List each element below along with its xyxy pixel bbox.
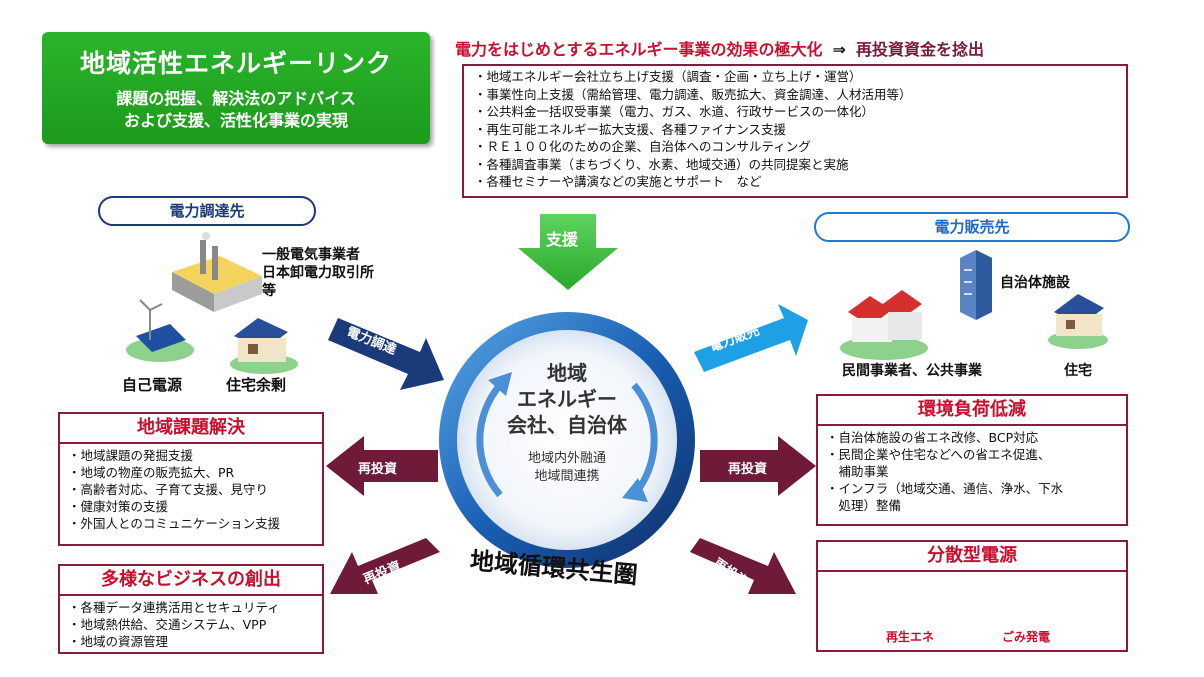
title-box-subtitle: 課題の把握、解決法のアドバイス および支援、活性化事業の実現 <box>42 88 430 132</box>
private-business-icon <box>840 290 928 360</box>
center-sub1: 地域内外融通 <box>527 451 606 466</box>
title-box-sub2: および支援、活性化事業の実現 <box>123 111 348 130</box>
solar-wind-icon <box>126 299 194 362</box>
reinvest-arrow-right-bottom <box>690 538 796 594</box>
municipal-building-icon <box>960 250 992 320</box>
power-plant-icon <box>172 232 262 312</box>
list-item: ・地域課題の発掘支援 <box>68 448 194 463</box>
title-box-heading: 地域活性エネルギーリンク <box>79 49 392 78</box>
waste-power-label: ごみ発電 <box>1002 630 1051 644</box>
supplier-line3: 等 <box>262 283 276 299</box>
support-arrow-label: 支援 <box>546 230 579 249</box>
center-sub2: 地域間連携 <box>534 469 600 484</box>
sales-arrow <box>694 304 808 372</box>
support-list: ・地域エネルギー会社立ち上げ支援（調査・企画・立ち上げ・運営） ・事業性向上支援… <box>462 64 1128 198</box>
reinvest-label-left-top: 再投資 <box>358 462 398 477</box>
procurement-pill: 電力調達先 <box>98 196 316 226</box>
list-item: ・高齢者対応、子育て支援、見守り <box>68 482 269 497</box>
list-item: ・外国人とのコミュニケーション支援 <box>68 516 281 531</box>
list-item: ・地域熱供給、交通システム、VPP <box>68 617 267 632</box>
center-line1: 地域 <box>547 361 587 385</box>
reinvest-arrow-left-bottom <box>330 538 440 594</box>
business-list: ・各種データ連携活用とセキュリティ ・地域熱供給、交通システム、VPP ・地域の… <box>60 596 322 653</box>
list-item: ・再生可能エネルギー拡大支援、各種ファイナンス支援 <box>474 121 787 137</box>
sales-pill: 電力販売先 <box>814 212 1130 242</box>
list-item: ・健康対策の支援 <box>68 499 169 514</box>
list-item: ・各種調査事業（まちづくり、水素、地域交通）の共同提案と実施 <box>474 156 849 172</box>
reinvest-arrow-left-top <box>326 436 438 496</box>
list-item: ・公共料金一括収受事業（電力、ガス、水道、行政サービスの一体化） <box>474 104 875 119</box>
self-power-label: 自己電源 <box>122 376 183 394</box>
private-label: 民間事業者、公共事業 <box>842 363 982 379</box>
list-item: ・地域の物産の販売拡大、PR <box>68 465 235 480</box>
procurement-arrow <box>328 318 444 390</box>
list-item: 処理）整備 <box>826 498 902 513</box>
header-arrow: ⇒ <box>832 40 846 59</box>
municipal-label: 自治体施設 <box>1000 275 1070 291</box>
regional-issues-title: 地域課題解決 <box>60 414 322 444</box>
list-item: ・各種データ連携活用とセキュリティ <box>68 600 280 615</box>
list-item: ・ＲＥ１００化のための企業、自治体へのコンサルティング <box>474 139 811 154</box>
environment-list: ・自治体施設の省エネ改修、BCP対応 ・民間企業や住宅などへの省エネ促進、 補助… <box>818 426 1126 517</box>
distributed-title: 分散型電源 <box>818 542 1126 572</box>
regional-issues-list: ・地域課題の発掘支援 ・地域の物産の販売拡大、PR ・高齢者対応、子育て支援、見… <box>60 444 322 535</box>
reinvest-arrow-right-top <box>700 436 816 496</box>
list-item: ・地域エネルギー会社立ち上げ支援（調査・企画・立ち上げ・運営） <box>474 69 862 84</box>
supplier-line1: 一般電気事業者 <box>262 247 360 263</box>
list-item: ・自治体施設の省エネ改修、BCP対応 <box>826 430 1039 445</box>
business-title: 多様なビジネスの創出 <box>60 566 322 596</box>
housing-label: 住宅 <box>1064 363 1092 379</box>
environment-title: 環境負荷低減 <box>818 396 1126 426</box>
list-item: ・地域の資源管理 <box>68 634 169 649</box>
surplus-label: 住宅余剰 <box>226 376 287 394</box>
title-box-sub1: 課題の把握、解決法のアドバイス <box>116 89 356 108</box>
distributed-power-box: 分散型電源 <box>816 540 1128 652</box>
business-box: 多様なビジネスの創出 ・各種データ連携活用とセキュリティ ・地域熱供給、交通シス… <box>58 564 324 654</box>
list-item: ・民間企業や住宅などへの省エネ促進、 <box>826 447 1051 462</box>
header-line: 電力をはじめとするエネルギー事業の効果の極大化 ⇒ 再投資資金を捻出 <box>455 36 984 60</box>
renewable-label: 再生エネ <box>886 630 935 644</box>
header-right: 再投資資金を捻出 <box>855 40 984 59</box>
center-label: 地域 エネルギー 会社、自治体 地域内外融通 地域間連携 <box>467 360 667 486</box>
list-item: ・事業性向上支援（需給管理、電力調達、販売拡大、資金調達、人材活用等） <box>474 86 912 102</box>
supplier-line2: 日本卸電力取引所 <box>262 265 374 281</box>
header-left: 電力をはじめとするエネルギー事業の効果の極大化 <box>455 40 823 59</box>
environment-box: 環境負荷低減 ・自治体施設の省エネ改修、BCP対応 ・民間企業や住宅などへの省エ… <box>816 394 1128 526</box>
regional-issues-box: 地域課題解決 ・地域課題の発掘支援 ・地域の物産の販売拡大、PR ・高齢者対応、… <box>58 412 324 546</box>
center-line3: 会社、自治体 <box>507 413 627 437</box>
reinvest-label-right-top: 再投資 <box>728 462 768 477</box>
center-ring <box>439 312 695 568</box>
house-solar-icon <box>230 318 298 374</box>
center-line2: エネルギー <box>517 387 617 411</box>
support-arrow <box>518 214 618 290</box>
list-item: 補助事業 <box>826 464 889 479</box>
title-box: 地域活性エネルギーリンク 課題の把握、解決法のアドバイス および支援、活性化事業… <box>42 32 430 144</box>
list-item: ・各種セミナーや講演などの実施とサポート など <box>474 174 762 189</box>
list-item: ・インフラ（地域交通、通信、浄水、下水 <box>826 481 1064 496</box>
house-icon <box>1048 294 1108 349</box>
